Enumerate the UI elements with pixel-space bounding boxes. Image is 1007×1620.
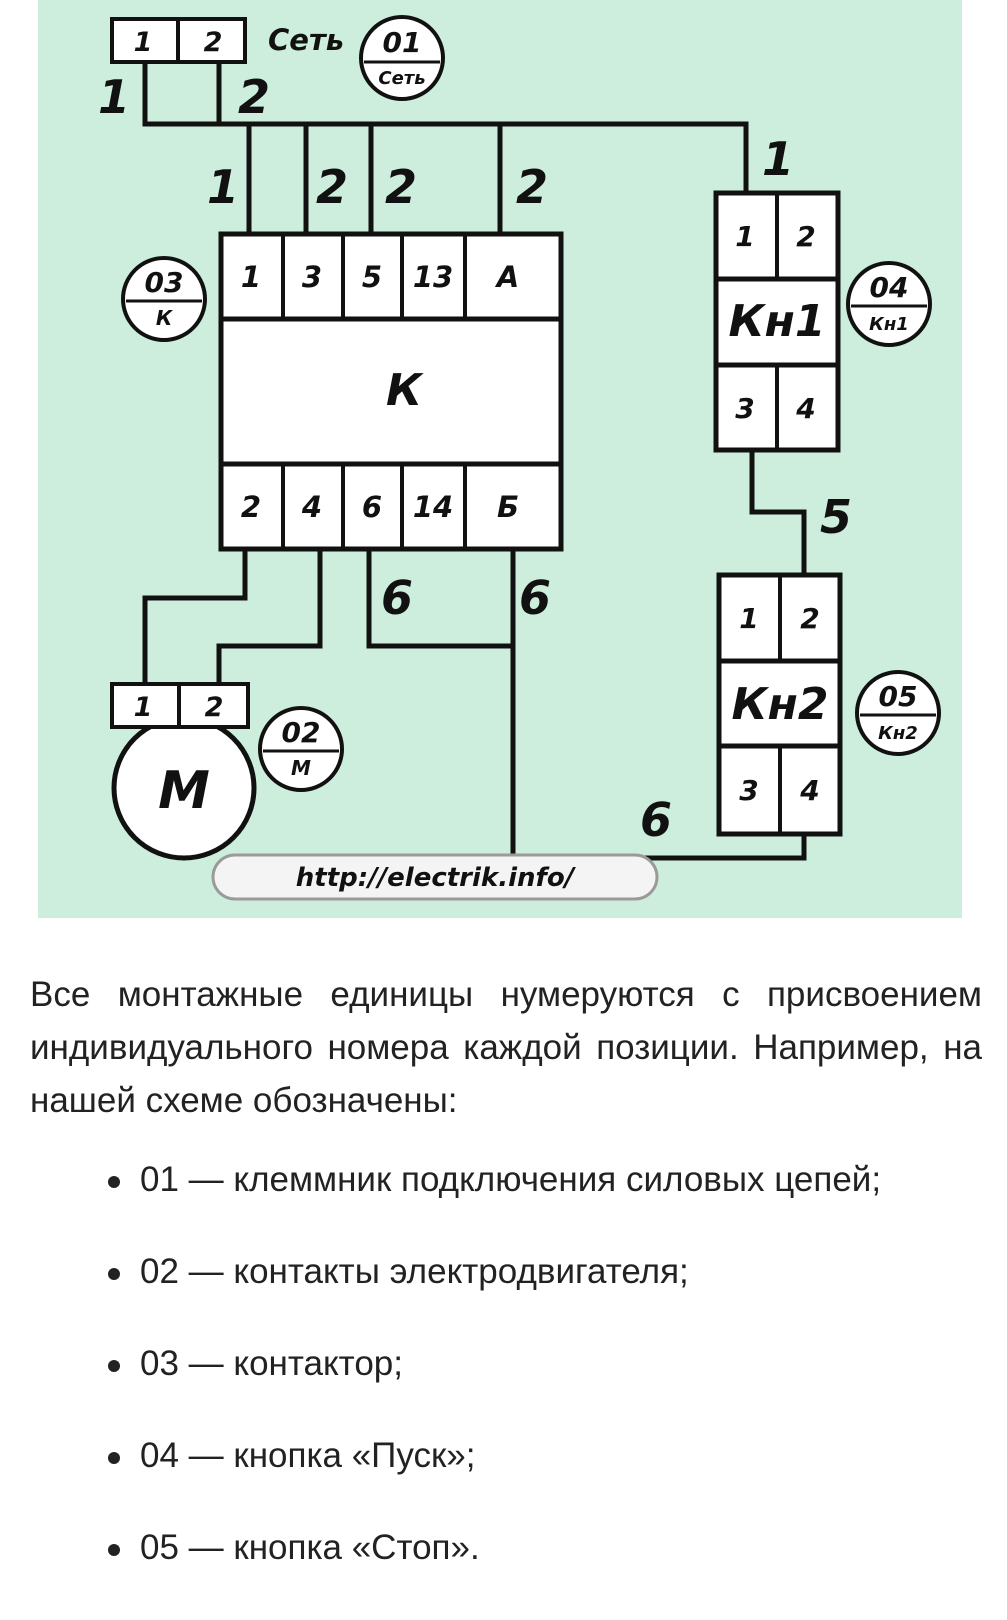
list-item: 04 — кнопка «Пуск»; xyxy=(0,1436,1007,1528)
badge-02-name: М xyxy=(291,756,311,780)
bullet-icon xyxy=(108,1452,120,1464)
kn2-name: Кн2 xyxy=(732,679,829,730)
contactor-pin: 14 xyxy=(413,490,453,524)
list-item-text: 04 — кнопка «Пуск»; xyxy=(140,1436,476,1475)
contactor: 1 3 5 13 А К 2 4 6 14 Б xyxy=(218,231,564,552)
kn2-pin: 2 xyxy=(800,602,819,635)
motor-pin: 1 xyxy=(134,692,153,723)
badge-01-number: 01 xyxy=(383,26,422,59)
bullet-icon xyxy=(108,1360,120,1372)
wire-label: 2 xyxy=(516,160,548,214)
paragraph-line: позиции. Например, на нашей схеме обозна… xyxy=(30,1028,982,1120)
list-item: 02 — контакты электродвигателя; xyxy=(0,1252,1007,1344)
wire-label: 1 xyxy=(207,160,239,214)
badge-03-number: 03 xyxy=(145,266,184,299)
kn2-pin: 1 xyxy=(739,602,758,635)
motor-pin: 2 xyxy=(205,692,224,723)
bullet-icon xyxy=(108,1176,120,1188)
paragraph-line: Все монтажные единицы нумеруются с xyxy=(30,975,740,1014)
wire-labels: 1 2 1 2 2 2 1 5 6 6 6 xyxy=(98,70,852,847)
wire-label: 5 xyxy=(820,490,852,544)
wires xyxy=(142,62,807,861)
wire-motor-2 xyxy=(216,549,323,684)
contactor-pin: 2 xyxy=(241,490,261,524)
url-text: http://electrik.info/ xyxy=(296,863,577,893)
wire-k6 xyxy=(366,549,513,649)
network-pin: 1 xyxy=(134,27,153,58)
contactor-pin: А xyxy=(495,260,519,294)
kn2-pin: 3 xyxy=(739,774,758,807)
kn1-name: Кн1 xyxy=(729,296,826,347)
list-item-text: 05 — кнопка «Стоп». xyxy=(140,1528,480,1567)
wire-label: 1 xyxy=(762,132,794,186)
kn1-pin: 2 xyxy=(796,220,815,253)
network-pin: 2 xyxy=(204,27,223,58)
kn1-pin: 4 xyxy=(795,392,815,425)
button-kn1: 1 2 Кн1 3 4 xyxy=(713,190,841,453)
wire-label: 2 xyxy=(238,70,270,124)
kn1-pin: 1 xyxy=(735,220,754,253)
wire-kB-kn2 xyxy=(510,549,807,861)
kn1-pin: 3 xyxy=(735,392,754,425)
list-item: 01 — клеммник подключения силовых цепей; xyxy=(0,1160,1007,1252)
wire-label: 6 xyxy=(640,793,672,847)
badge-02-number: 02 xyxy=(282,716,321,749)
wire-label: 2 xyxy=(316,160,348,214)
contactor-pin: 5 xyxy=(362,260,382,294)
wire-label: 6 xyxy=(381,571,413,625)
badge-01-name: Сеть xyxy=(378,68,425,89)
badge-05: 05 Кн2 xyxy=(855,670,941,756)
list-item-text: 02 — контакты электродвигателя; xyxy=(140,1252,689,1291)
contactor-pin: 6 xyxy=(362,490,382,524)
bullet-icon xyxy=(108,1544,120,1556)
wiring-diagram: 1 2 Сеть 1 3 5 13 А К 2 4 6 14 Б xyxy=(38,0,962,918)
list-item-text: 03 — контактор; xyxy=(140,1344,403,1383)
article-paragraph: Все монтажные единицы нумеруются с присв… xyxy=(30,968,982,1127)
wire-label: 2 xyxy=(385,160,417,214)
badge-01: 01 Сеть xyxy=(359,15,445,101)
network-label: Сеть xyxy=(268,23,344,57)
badge-03-name: К xyxy=(156,306,174,330)
positions-list: 01 — клеммник подключения силовых цепей;… xyxy=(0,1160,1007,1620)
wire-motor-1 xyxy=(142,549,248,684)
motor: 1 2 М xyxy=(110,682,257,861)
badge-02: 02 М xyxy=(258,706,344,792)
url-watermark: http://electrik.info/ xyxy=(211,853,659,901)
badge-05-number: 05 xyxy=(879,680,918,713)
badge-05-name: Кн2 xyxy=(878,723,918,744)
wire-label: 6 xyxy=(519,571,551,625)
list-item: 05 — кнопка «Стоп». xyxy=(0,1528,1007,1620)
list-item: 03 — контактор; xyxy=(0,1344,1007,1436)
badge-04-number: 04 xyxy=(870,271,909,304)
wire-label: 1 xyxy=(98,70,130,124)
wire-net-1 xyxy=(142,62,749,193)
badge-04-name: Кн1 xyxy=(869,314,909,335)
bullet-icon xyxy=(108,1268,120,1280)
list-item-text: 01 — клеммник подключения силовых цепей; xyxy=(140,1160,882,1199)
contactor-name: К xyxy=(386,365,424,416)
kn2-pin: 4 xyxy=(799,774,819,807)
badge-03: 03 К xyxy=(121,256,207,342)
contactor-pin: Б xyxy=(497,490,519,524)
contactor-pin: 13 xyxy=(413,260,453,294)
motor-name: М xyxy=(158,761,210,821)
contactor-pin: 4 xyxy=(301,490,322,524)
wire-kn1-kn2 xyxy=(749,450,807,575)
paragraph-line: присвоением индивидуального номера каждо… xyxy=(30,975,982,1067)
contactor-pin: 1 xyxy=(241,260,261,294)
badge-04: 04 Кн1 xyxy=(846,261,932,347)
contactor-pin: 3 xyxy=(302,260,322,294)
button-kn2: 1 2 Кн2 3 4 xyxy=(716,572,843,837)
